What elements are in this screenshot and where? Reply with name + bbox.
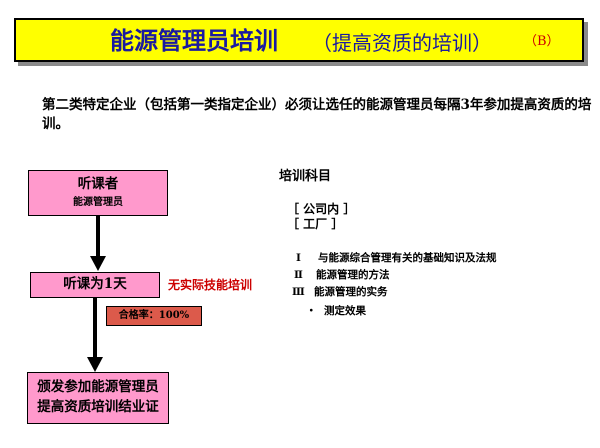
course-item-text: 能源管理的方法 xyxy=(316,269,390,281)
course-item-text: 能源管理的实务 xyxy=(314,286,388,298)
page-title: 能源管理员培训 xyxy=(110,26,278,55)
attendee-label: 听课者 xyxy=(77,176,119,192)
course-item-number: Ⅰ xyxy=(296,252,301,264)
course-item-number: Ⅱ xyxy=(294,269,303,281)
arrow-2 xyxy=(87,298,103,372)
intro-text: 第二类特定企业（包括第一类指定企业）必须让选任的能源管理员每隔3年参加提高资质的… xyxy=(42,97,592,132)
course-item-number: Ⅲ xyxy=(292,286,305,298)
course-item: Ⅰ 与能源综合管理有关的基础知识及法规 xyxy=(296,251,497,265)
location-factory: ［ 工厂 ］ xyxy=(287,217,344,231)
pass-rate-badge: 合格率：100% xyxy=(106,306,202,326)
title-banner: 能源管理员培训 （提高资质的培训） （B） xyxy=(14,18,584,62)
page-subtitle: （提高资质的培训） xyxy=(312,31,492,55)
flow-step-attendee: 听课者 能源管理员 xyxy=(28,170,168,216)
arrow-1 xyxy=(90,216,106,271)
no-practical-training-note: 无实际技能培训 xyxy=(168,278,253,292)
flow-step-duration: 听课为1天 xyxy=(30,272,160,298)
course-item-text: 与能源综合管理有关的基础知识及法规 xyxy=(318,252,497,264)
certificate-line-2: 提高资质培训结业证 xyxy=(37,399,159,415)
flow-step-certificate: 颁发参加能源管理员 提高资质培训结业证 xyxy=(27,372,169,424)
attendee-role: 能源管理员 xyxy=(73,197,123,208)
course-item: Ⅲ 能源管理的实务 xyxy=(292,285,388,299)
course-item: Ⅱ 能源管理的方法 xyxy=(294,268,390,282)
page-tag: （B） xyxy=(524,34,560,49)
course-sub-item: ・测定效果 xyxy=(306,304,366,318)
certificate-line-1: 颁发参加能源管理员 xyxy=(37,379,159,395)
courses-heading: 培训科目 xyxy=(279,169,332,184)
course-sub-item-text: 测定效果 xyxy=(324,305,366,317)
bullet-icon: ・ xyxy=(306,305,317,317)
location-company: ［ 公司内 ］ xyxy=(287,202,356,216)
